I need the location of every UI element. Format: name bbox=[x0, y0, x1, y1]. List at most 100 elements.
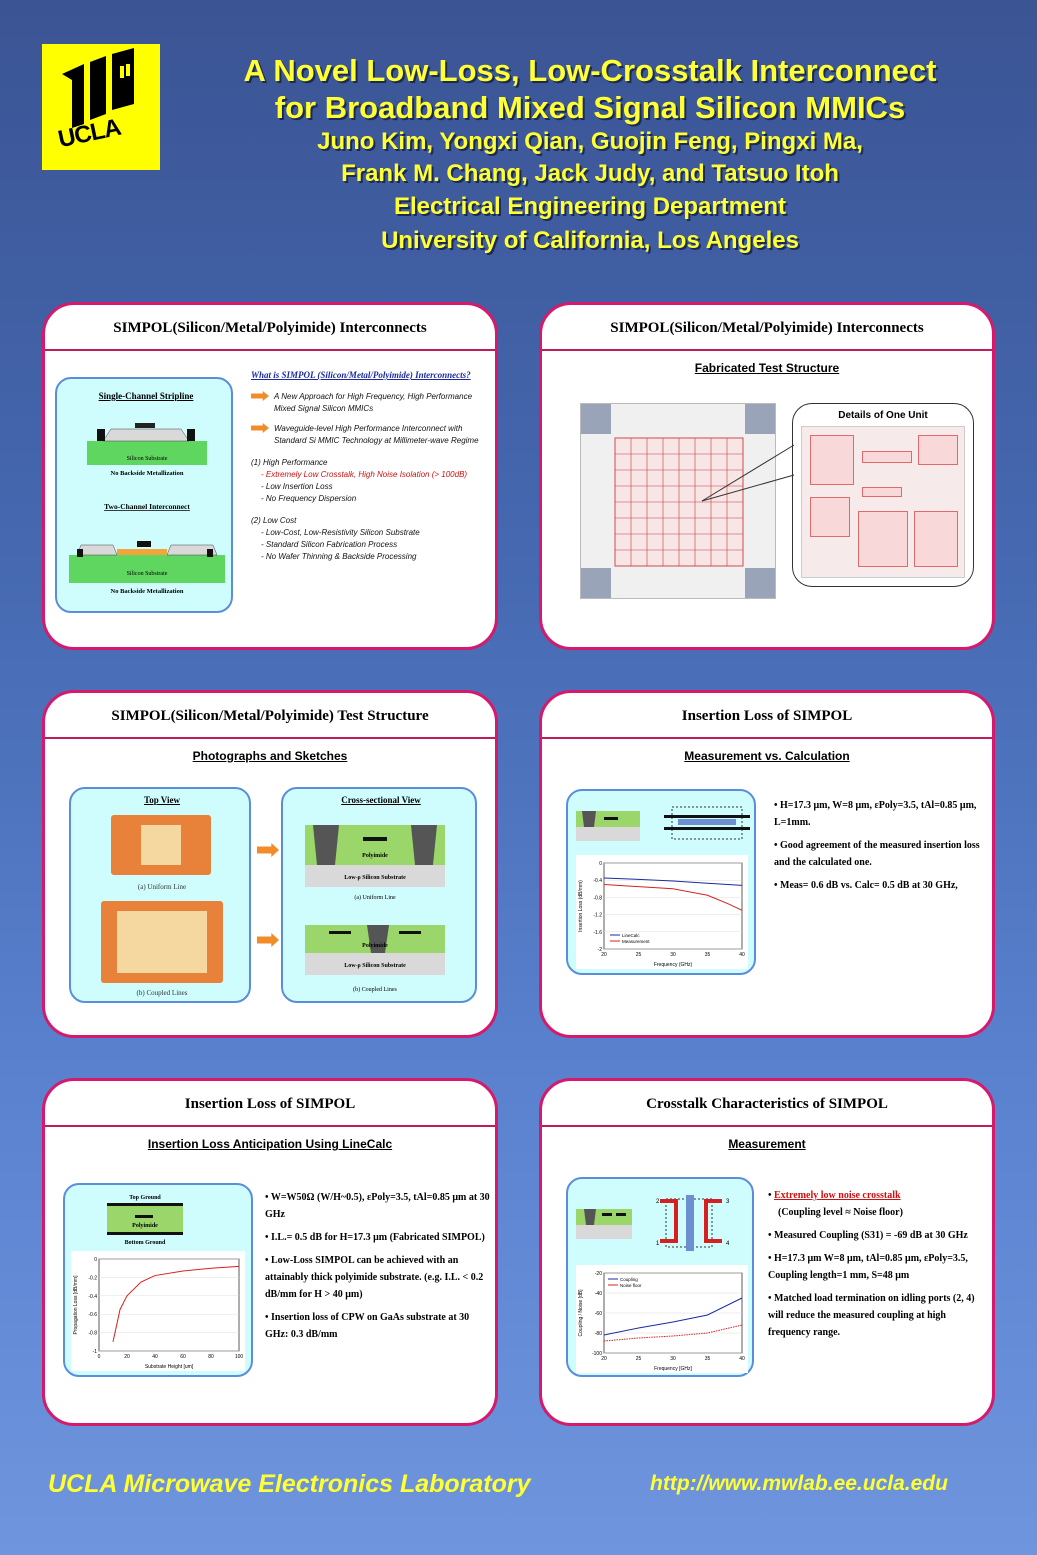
bullet: Low-Loss SIMPOL can be achieved with an … bbox=[265, 1252, 491, 1303]
y-tick-label: -0.2 bbox=[88, 1275, 97, 1281]
stripline-box: Single-Channel Stripline Silicon Substra… bbox=[55, 377, 233, 613]
single-channel-label: Single-Channel Stripline bbox=[98, 391, 194, 401]
y-tick-label: -1.6 bbox=[593, 930, 602, 936]
title-line-1: A Novel Low-Loss, Low-Crosstalk Intercon… bbox=[243, 53, 937, 88]
y-tick-label: -0.4 bbox=[593, 878, 602, 884]
cross-section-box: Cross-sectional View Polyimide Low-ρ Sil… bbox=[281, 787, 477, 1003]
bullet: Insertion loss of CPW on GaAs substrate … bbox=[265, 1309, 491, 1343]
y-tick-label: -60 bbox=[595, 1311, 602, 1317]
y-tick-label: -0.8 bbox=[593, 895, 602, 901]
poster-header: A Novel Low-Loss, Low-Crosstalk Intercon… bbox=[170, 52, 1010, 258]
arrow-icon bbox=[257, 843, 279, 857]
y-axis-label: Propagation Loss [dB/mm] bbox=[73, 1275, 79, 1335]
panel-simpol-interconnects-2: SIMPOL(Silicon/Metal/Polyimide) Intercon… bbox=[539, 302, 995, 650]
svg-text:3: 3 bbox=[726, 1199, 730, 1205]
y-tick-label: -80 bbox=[595, 1331, 602, 1337]
x-axis-label: Frequency (GHz) bbox=[654, 962, 693, 968]
polyimide-label-1: Polyimide bbox=[362, 853, 388, 859]
y-tick-label: -40 bbox=[595, 1291, 602, 1297]
perf-head: (1) High Performance bbox=[251, 458, 328, 467]
uniform-line-photo bbox=[111, 815, 211, 875]
series-line bbox=[603, 1297, 743, 1336]
substrate-label-1: Silicon Substrate bbox=[127, 456, 168, 462]
y-tick-label: -100 bbox=[592, 1351, 602, 1357]
x-tick-label: 100 bbox=[235, 1354, 244, 1360]
panel-title: SIMPOL(Silicon/Metal/Polyimide) Intercon… bbox=[45, 305, 495, 351]
series-line bbox=[603, 884, 743, 911]
svg-text:1: 1 bbox=[656, 1241, 660, 1247]
cost-3: - No Wafer Thinning & Backside Processin… bbox=[261, 552, 417, 561]
bullet: Measured Coupling (S31) = -69 dB at 30 G… bbox=[768, 1227, 990, 1244]
panel-subtitle: Measurement bbox=[728, 1137, 806, 1151]
y-tick-label: -20 bbox=[595, 1271, 602, 1277]
panel-subtitle: Measurement vs. Calculation bbox=[684, 749, 850, 763]
x-tick-label: 25 bbox=[636, 952, 642, 958]
perf-2: - Low Insertion Loss bbox=[261, 482, 333, 491]
university: University of California, Los Angeles bbox=[381, 227, 799, 254]
x-tick-label: 20 bbox=[124, 1354, 130, 1360]
arrow-icon bbox=[251, 423, 269, 433]
cross-view-label: Cross-sectional View bbox=[341, 795, 421, 805]
panel-test-structure: SIMPOL(Silicon/Metal/Polyimide) Test Str… bbox=[42, 690, 498, 1038]
panel-subtitle: Insertion Loss Anticipation Using LineCa… bbox=[147, 1137, 393, 1151]
svg-text:2: 2 bbox=[656, 1199, 660, 1205]
y-tick-label: -2 bbox=[598, 947, 603, 953]
series-line bbox=[112, 1265, 240, 1342]
uniform-caption-top: (a) Uniform Line bbox=[137, 883, 187, 891]
x-tick-label: 30 bbox=[670, 1356, 676, 1362]
panel-title: Insertion Loss of SIMPOL bbox=[45, 1081, 495, 1127]
top-view-label: Top View bbox=[144, 795, 180, 805]
two-caption: No Backside Metallization bbox=[111, 588, 184, 595]
x-axis-label: Frequency [GHz] bbox=[654, 1366, 692, 1372]
x-tick-label: 35 bbox=[705, 952, 711, 958]
arrow-item-2: Waveguide-level High Performance Interco… bbox=[251, 423, 495, 447]
y-tick-label: 0 bbox=[599, 861, 602, 867]
panel-simpol-interconnects-1: SIMPOL(Silicon/Metal/Polyimide) Intercon… bbox=[42, 302, 498, 650]
x-axis-label: Substrate Height [um] bbox=[145, 1364, 194, 1370]
svg-text:4: 4 bbox=[726, 1241, 730, 1247]
x-tick-label: 35 bbox=[705, 1356, 711, 1362]
cost-head: (2) Low Cost bbox=[251, 516, 297, 525]
bullet-red: Extremely low noise crosstalk bbox=[768, 1187, 990, 1204]
x-tick-label: 80 bbox=[208, 1354, 214, 1360]
linecalc-box: Top Ground Polyimide Bottom Ground 0-0.2… bbox=[63, 1183, 253, 1377]
y-tick-label: -1.2 bbox=[593, 913, 602, 919]
detail-photo bbox=[801, 426, 965, 578]
department: Electrical Engineering Department bbox=[393, 193, 787, 220]
y-axis-label: Coupling / Noise [dB] bbox=[578, 1289, 584, 1337]
x-tick-label: 30 bbox=[670, 952, 676, 958]
single-caption: No Backside Metallization bbox=[111, 470, 184, 477]
uniform-caption-cross: (a) Uniform Line bbox=[354, 894, 396, 901]
logo-graphic-icon bbox=[62, 48, 134, 128]
panel-insertion-loss-2: Insertion Loss of SIMPOL Insertion Loss … bbox=[42, 1078, 498, 1426]
lab-url[interactable]: http://www.mwlab.ee.ucla.edu bbox=[650, 1472, 948, 1495]
substrate-label-2: Silicon Substrate bbox=[127, 571, 168, 577]
bullet-sub: (Coupling level ≈ Noise floor) bbox=[778, 1207, 903, 1218]
cost-1: - Low-Cost, Low-Resistivity Silicon Subs… bbox=[261, 528, 420, 537]
y-tick-label: -0.8 bbox=[88, 1331, 97, 1337]
cross-section-diagram: Silicon Substrate No Backside Metallizat… bbox=[69, 423, 225, 595]
bullet: Meas= 0.6 dB vs. Calc= 0.5 dB at 30 GHz, bbox=[774, 877, 988, 894]
perf-3: - No Frequency Dispersion bbox=[261, 494, 357, 503]
x-tick-label: 60 bbox=[180, 1354, 186, 1360]
bullet: H=17.3 μm W=8 μm, tAl=0.85 μm, εPoly=3.5… bbox=[768, 1250, 990, 1284]
plot-area bbox=[603, 862, 743, 950]
polyimide-label-2: Polyimide bbox=[362, 943, 388, 949]
low-p-label-2: Low-ρ Silicon Substrate bbox=[344, 963, 406, 969]
panel-title: Insertion Loss of SIMPOL bbox=[542, 693, 992, 739]
perf-red: - Extremely Low Crosstalk, High Noise Is… bbox=[261, 470, 468, 479]
panel-insertion-loss-1: Insertion Loss of SIMPOL Measurement vs.… bbox=[539, 690, 995, 1038]
x-tick-label: 25 bbox=[636, 1356, 642, 1362]
panel-crosstalk: Crosstalk Characteristics of SIMPOL Meas… bbox=[539, 1078, 995, 1426]
ucla-logo: UCLA bbox=[42, 44, 160, 170]
legend-label: Coupling bbox=[620, 1277, 638, 1282]
title-line-2: for Broadband Mixed Signal Silicon MMICs bbox=[274, 90, 906, 125]
top-ground-label: Top Ground bbox=[129, 1195, 161, 1201]
arrow-item-1: A New Approach for High Frequency, High … bbox=[251, 391, 495, 415]
coupled-caption-top: (b) Coupled Lines bbox=[136, 989, 188, 997]
bullet: Good agreement of the measured insertion… bbox=[774, 837, 988, 871]
stripline-sketch: Top Ground Polyimide Bottom Ground bbox=[107, 1195, 183, 1246]
panel-title: SIMPOL(Silicon/Metal/Polyimide) Intercon… bbox=[542, 305, 992, 351]
